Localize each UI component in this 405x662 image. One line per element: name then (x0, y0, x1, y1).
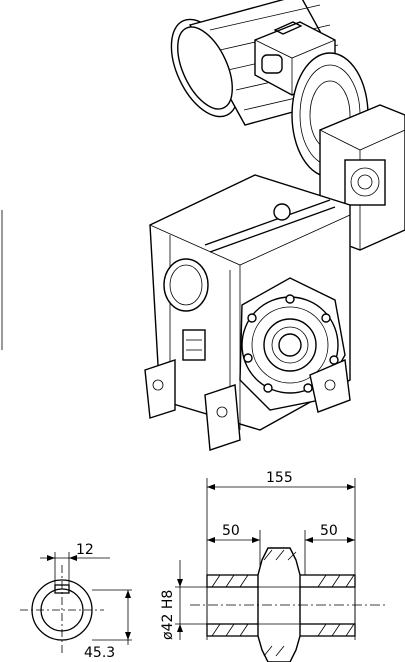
bore-diameter-label: ø42 H8 (160, 590, 176, 640)
key-depth-label: 45.3 (84, 645, 115, 661)
gearbox-isometric-view (1, 0, 405, 451)
right-hub-width-label: 50 (320, 523, 338, 539)
gearbox-feet (144, 358, 351, 451)
overall-length-label: 155 (266, 470, 293, 486)
bore-keyway-view: 12 45.3 (20, 542, 132, 661)
worm-end-cover (163, 258, 209, 361)
left-hub-width-label: 50 (222, 523, 240, 539)
shaft-section-view: 155 50 50 (160, 470, 385, 662)
section-hatching (211, 574, 355, 637)
keyway-width-label: 12 (76, 542, 94, 558)
